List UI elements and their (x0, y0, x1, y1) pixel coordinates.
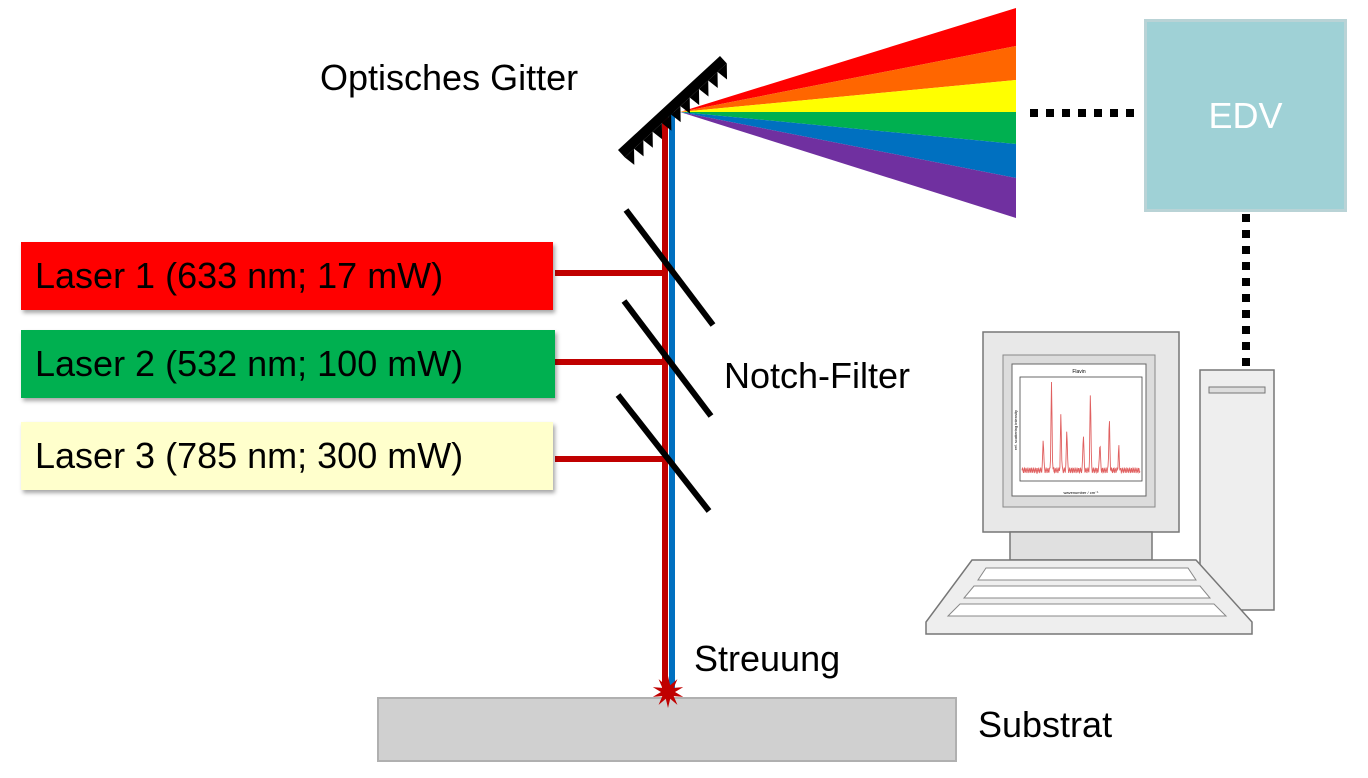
laser-2-label: Laser 2 (532 nm; 100 mW) (35, 343, 464, 384)
laser-2-box: Laser 2 (532 nm; 100 mW) (21, 330, 555, 398)
monitor-plot: Flavin wavenumber / cm⁻¹ ref. scattering… (1013, 369, 1143, 495)
monitor-stand (1009, 531, 1153, 561)
grating-teeth (624, 63, 728, 165)
grating-icon (618, 56, 728, 165)
grating-label: Optisches Gitter (320, 57, 578, 98)
notch-filter-label: Notch-Filter (724, 355, 910, 396)
notch-filter-2 (621, 299, 714, 418)
edv-label: EDV (1208, 94, 1283, 136)
monitor-plot-ylabel: ref. scattering intensity (1013, 410, 1018, 450)
substrate-block (377, 697, 957, 762)
spectrum-fan (680, 8, 1016, 218)
laser-3-label: Laser 3 (785 nm; 300 mW) (35, 435, 464, 476)
spectrum-band-violet (680, 112, 1016, 218)
spectrum-band-yellow (680, 80, 1016, 112)
keyboard-key-row-2 (962, 585, 1212, 599)
laser-3-box: Laser 3 (785 nm; 300 mW) (21, 422, 553, 490)
spectrum-band-red (680, 8, 1016, 112)
keyboard-key-row-1 (977, 567, 1197, 581)
edv-box: EDV (1144, 19, 1347, 212)
laser-1-box: Laser 1 (633 nm; 17 mW) (21, 242, 553, 310)
monitor-plot-title: Flavin (1072, 369, 1086, 375)
computer-icon: Flavin wavenumber / cm⁻¹ ref. scattering… (925, 331, 1275, 635)
laser-1-label: Laser 1 (633 nm; 17 mW) (35, 255, 444, 296)
notch-filter-3 (615, 393, 712, 513)
monitor-screen (1011, 363, 1147, 497)
keyboard-key-row-3 (946, 603, 1228, 617)
scattering-label: Streuung (694, 638, 840, 679)
tower-drive-slot (1208, 386, 1266, 394)
notch-filters (615, 208, 716, 513)
notch-filter-1 (623, 208, 716, 327)
monitor-plot-trace (1021, 381, 1141, 475)
computer-tower (1199, 369, 1275, 611)
monitor-plot-axes (1019, 376, 1143, 482)
grating-bar (618, 56, 727, 158)
substrate-label: Substrat (978, 704, 1112, 745)
spectrum-band-orange (680, 46, 1016, 112)
scattering-star-icon (652, 676, 684, 708)
monitor-plot-xlabel: wavenumber / cm⁻¹ (1063, 490, 1099, 495)
